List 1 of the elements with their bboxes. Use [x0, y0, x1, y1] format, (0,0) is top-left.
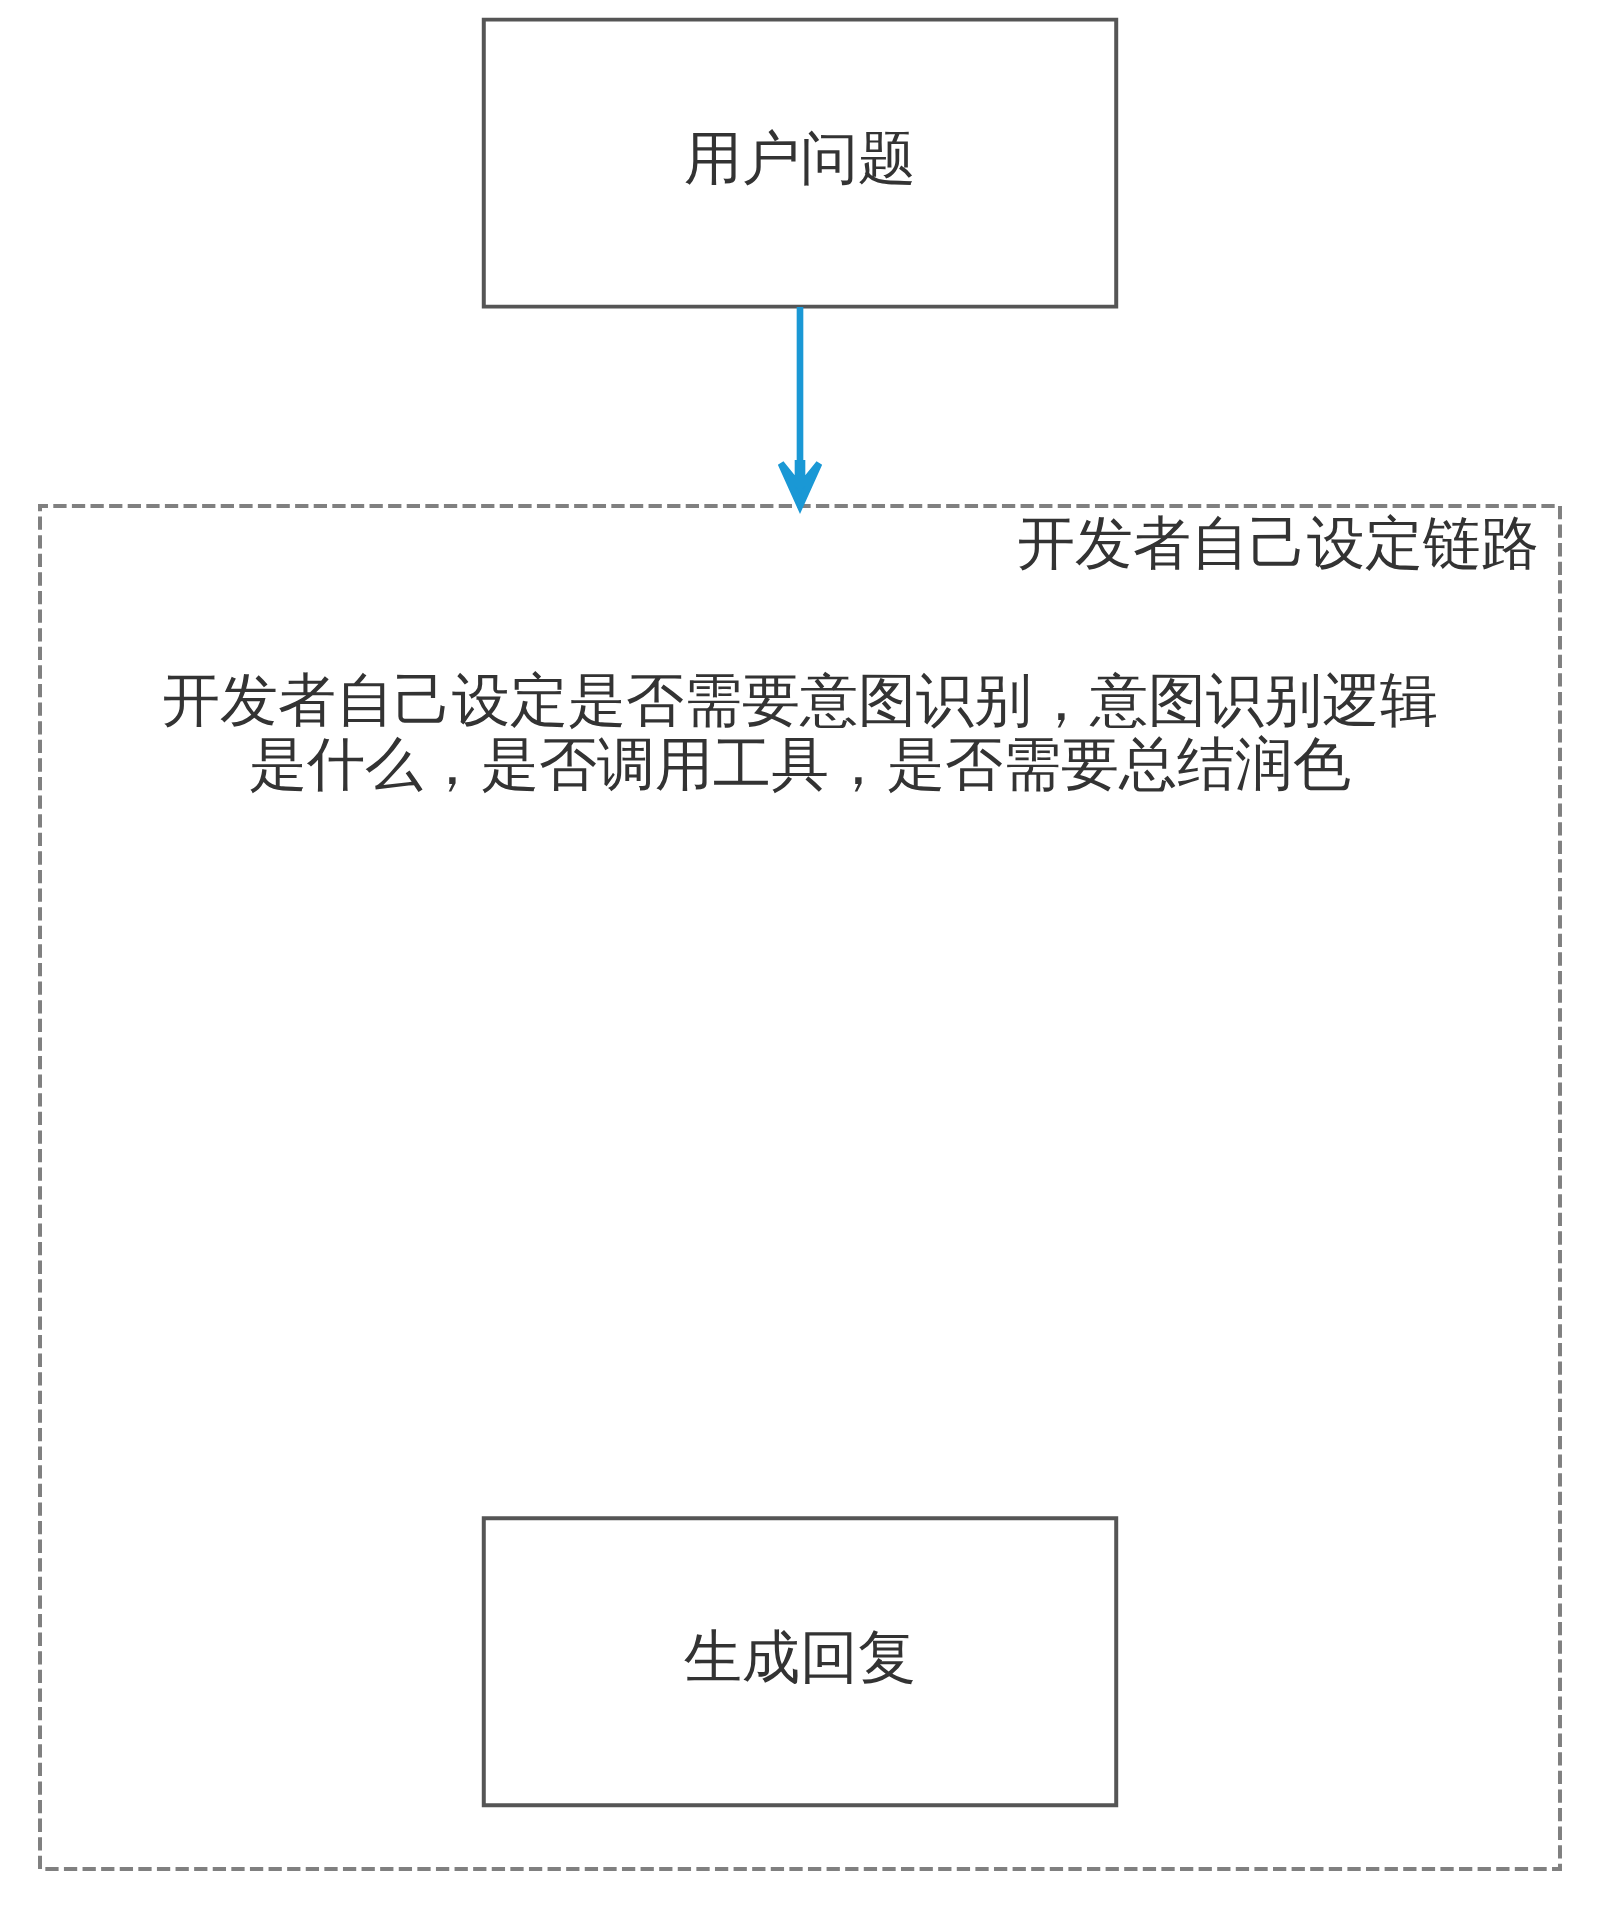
label: 开发者自己设定是否需要意图识别，意图识别逻辑是什么，是否调用工具，是否需要总结润色 — [162, 665, 1438, 798]
